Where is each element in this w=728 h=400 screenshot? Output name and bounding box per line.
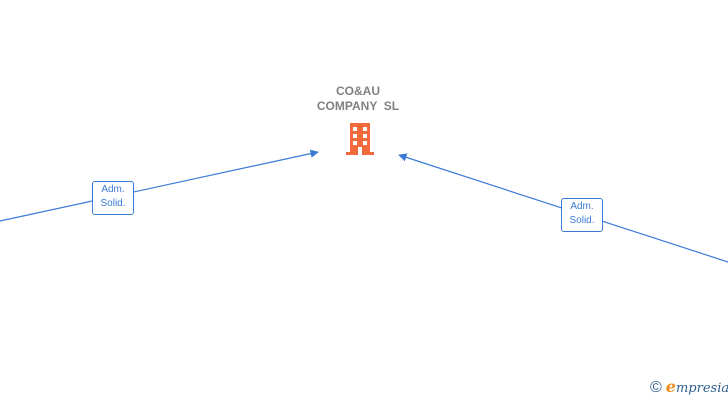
relation-label-line2: Solid.	[100, 198, 126, 209]
relation-label-line1: Adm.	[570, 201, 594, 212]
relation-label-line2: Solid.	[569, 215, 595, 226]
relation-label-left[interactable]: Adm. Solid.	[92, 181, 134, 215]
company-name[interactable]: CO&AU COMPANY SL	[278, 84, 438, 114]
company-name-line1: CO&AU	[336, 84, 380, 98]
relation-label-line1: Adm.	[101, 184, 125, 195]
edge-left	[0, 149, 319, 222]
company-name-line2: COMPANY SL	[316, 99, 400, 113]
logo-initial: e	[665, 377, 676, 396]
empresia-logo: empresia	[666, 379, 728, 397]
relation-label-right[interactable]: Adm. Solid.	[561, 198, 603, 232]
building-icon[interactable]	[343, 121, 377, 157]
brand-watermark: © empresia	[650, 378, 728, 398]
logo-rest: mpresia	[675, 381, 728, 396]
copyright-icon: ©	[650, 379, 662, 396]
